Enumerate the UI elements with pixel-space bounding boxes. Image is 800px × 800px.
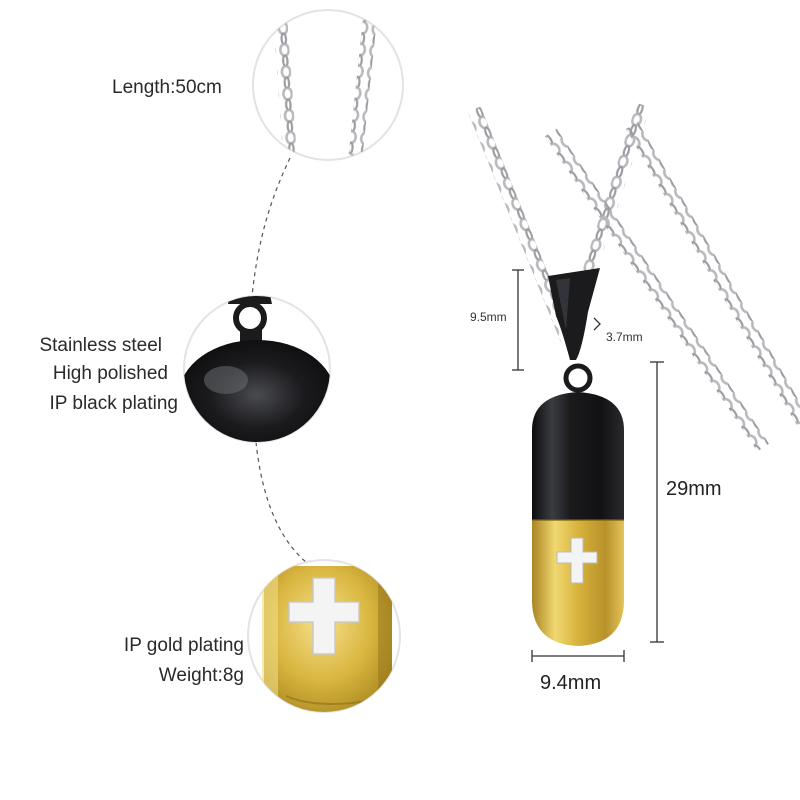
pendant-black-cap — [532, 392, 624, 520]
chain-strands — [467, 102, 800, 459]
material-label-line1: Stainless steel — [39, 335, 162, 356]
pendant-bail — [548, 268, 600, 360]
zoom-circle-gold-cross — [247, 559, 401, 713]
cross-symbol-zoom — [288, 577, 360, 655]
pendant-width-dimension: 9.4mm — [540, 672, 602, 694]
material-label-line3: IP black plating — [49, 393, 178, 414]
weight-label: Weight:8g — [158, 665, 244, 686]
bail-height-dimension: 9.5mm — [470, 310, 507, 324]
bail-width-dimension: 3.7mm — [606, 330, 643, 344]
cross-symbol — [556, 537, 598, 584]
pendant — [532, 268, 624, 646]
length-label: Length:50cm — [112, 77, 222, 98]
pendant-jump-ring — [563, 363, 593, 393]
zoom-circle-black-cap — [183, 295, 331, 443]
zoom-circle-chain — [252, 9, 404, 161]
pendant-height-dimension: 29mm — [666, 478, 722, 500]
gold-plating-label: IP gold plating — [123, 635, 244, 656]
connector-dashed-line — [251, 157, 307, 563]
material-label-line2: High polished — [52, 363, 168, 384]
dimension-lines — [512, 269, 664, 662]
